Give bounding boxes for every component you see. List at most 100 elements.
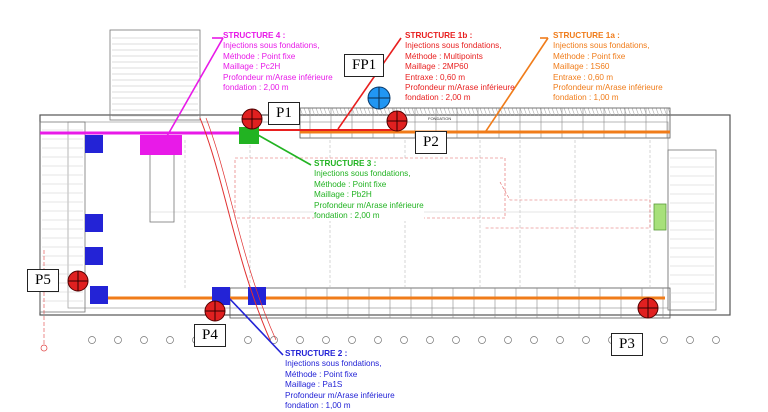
- dashed-zone: [485, 181, 651, 229]
- structure-1b-line: Profondeur m/Arase inférieure: [405, 83, 515, 93]
- structure-1b-note: STRUCTURE 1b : Injections sous fondation…: [405, 31, 515, 104]
- wall-hatch: [415, 107, 420, 117]
- wall-hatch: [343, 107, 348, 117]
- structure-2-line: Injections sous fondations,: [285, 359, 382, 369]
- wall-hatch: [567, 107, 572, 117]
- point-label-fp1: FP1: [344, 54, 385, 77]
- drawing-fondation-text: FONDATION: [428, 116, 451, 121]
- wall-hatch: [471, 107, 476, 117]
- wall-hatch: [331, 107, 336, 117]
- structure-3-title: STRUCTURE 3 :: [314, 159, 377, 168]
- axis-marker: [478, 336, 486, 344]
- wall-hatch: [555, 107, 560, 117]
- wall-hatch: [579, 107, 584, 117]
- wall-hatch: [431, 107, 436, 117]
- structure-3-leader: [257, 134, 312, 166]
- wall-hatch: [303, 107, 308, 117]
- structure-2-block: [90, 286, 108, 304]
- wall-hatch: [527, 107, 532, 117]
- wall-hatch: [515, 107, 520, 117]
- wall-hatch: [547, 107, 552, 117]
- wall-hatch: [631, 107, 636, 117]
- wall-hatch: [375, 107, 380, 117]
- structure-1a-title: STRUCTURE 1a :: [553, 31, 620, 40]
- wall-hatch: [327, 107, 332, 117]
- wall-hatch: [655, 107, 660, 117]
- structure-4-zone: [140, 135, 182, 155]
- structure-4-title: STRUCTURE 4 :: [223, 31, 286, 40]
- structure-1b-title: STRUCTURE 1b :: [405, 31, 473, 40]
- structure-2-line: Maillage : Pa1S: [285, 380, 343, 390]
- wall-hatch: [459, 107, 464, 117]
- structure-2-line: fondation : 1,00 m: [285, 401, 351, 411]
- axis-marker: [686, 336, 694, 344]
- axis-marker: [452, 336, 460, 344]
- point-label-p1: P1: [268, 102, 300, 125]
- wall-hatch: [443, 107, 448, 117]
- wall-hatch: [419, 107, 424, 117]
- wall-hatch: [599, 107, 604, 117]
- structure-2-line: Profondeur m/Arase inférieure: [285, 390, 395, 400]
- structure-1a-line: Injections sous fondations,: [553, 41, 650, 51]
- wall-hatch: [635, 107, 640, 117]
- axis-marker: [270, 336, 278, 344]
- axis-marker: [296, 336, 304, 344]
- wall-hatch: [611, 107, 616, 117]
- section-marker: [40, 344, 48, 352]
- point-label-p2: P2: [415, 131, 447, 154]
- axis-marker: [400, 336, 408, 344]
- wall-hatch: [623, 107, 628, 117]
- point-label-p5: P5: [27, 269, 59, 292]
- wall-hatch: [587, 107, 592, 117]
- structure-1a-line: Maillage : 1S60: [553, 62, 610, 72]
- wall-hatch: [403, 107, 408, 117]
- structure-3-zone: [239, 127, 259, 144]
- wall-hatch: [539, 107, 544, 117]
- wall-hatch: [511, 107, 516, 117]
- wall-hatch: [531, 107, 536, 117]
- wall-hatch: [595, 107, 600, 117]
- wall-hatch: [535, 107, 540, 117]
- wall-hatch: [323, 107, 328, 117]
- wall-hatch: [427, 107, 432, 117]
- structure-2-leader: [227, 296, 284, 356]
- structure-1a-line: Entraxe : 0,60 m: [553, 72, 614, 82]
- axis-marker: [582, 336, 590, 344]
- structure-1b-line: Injections sous fondations,: [405, 41, 502, 51]
- structure-3-line: Méthode : Point fixe: [314, 179, 387, 189]
- wall-hatch: [407, 107, 412, 117]
- wall-hatch: [363, 107, 368, 117]
- right-annex: [667, 149, 717, 311]
- annex-outline: [109, 29, 201, 121]
- structure-1a-line: fondation : 1,00 m: [553, 93, 619, 103]
- wall-hatch: [491, 107, 496, 117]
- structure-1a-leader: [485, 37, 549, 132]
- axis-marker: [88, 336, 96, 344]
- section-curve: [205, 117, 277, 341]
- structure-2-title: STRUCTURE 2 :: [285, 349, 348, 358]
- wall-hatch: [659, 107, 664, 117]
- wall-hatch: [507, 107, 512, 117]
- structure-1b-line: Méthode : Multipoints: [405, 51, 483, 61]
- structure-1b-line: Entraxe : 0,60 m: [405, 72, 466, 82]
- wall-hatch: [575, 107, 580, 117]
- structure-1a-line: Méthode : Point fixe: [553, 51, 626, 61]
- wall-hatch: [479, 107, 484, 117]
- wall-hatch: [619, 107, 624, 117]
- wall-hatch: [551, 107, 556, 117]
- top-bay-band: [299, 107, 671, 139]
- wall-hatch: [667, 107, 672, 117]
- green-opening: [653, 203, 667, 231]
- structure-3-line: Injections sous fondations,: [314, 169, 411, 179]
- wall-hatch: [583, 107, 588, 117]
- structure-4-note: STRUCTURE 4 : Injections sous fondations…: [223, 31, 333, 93]
- structure-1a-line: Profondeur m/Arase inférieure: [553, 83, 663, 93]
- structure-1a-note: STRUCTURE 1a : Injections sous fondation…: [553, 31, 663, 104]
- wall-hatch: [647, 107, 652, 117]
- wall-hatch: [299, 107, 304, 117]
- wall-hatch: [423, 107, 428, 117]
- structure-4-line: Maillage : Pc2H: [223, 62, 281, 72]
- structure-1b-line: Maillage : 2MP60: [405, 62, 469, 72]
- wall-hatch: [475, 107, 480, 117]
- wall-hatch: [615, 107, 620, 117]
